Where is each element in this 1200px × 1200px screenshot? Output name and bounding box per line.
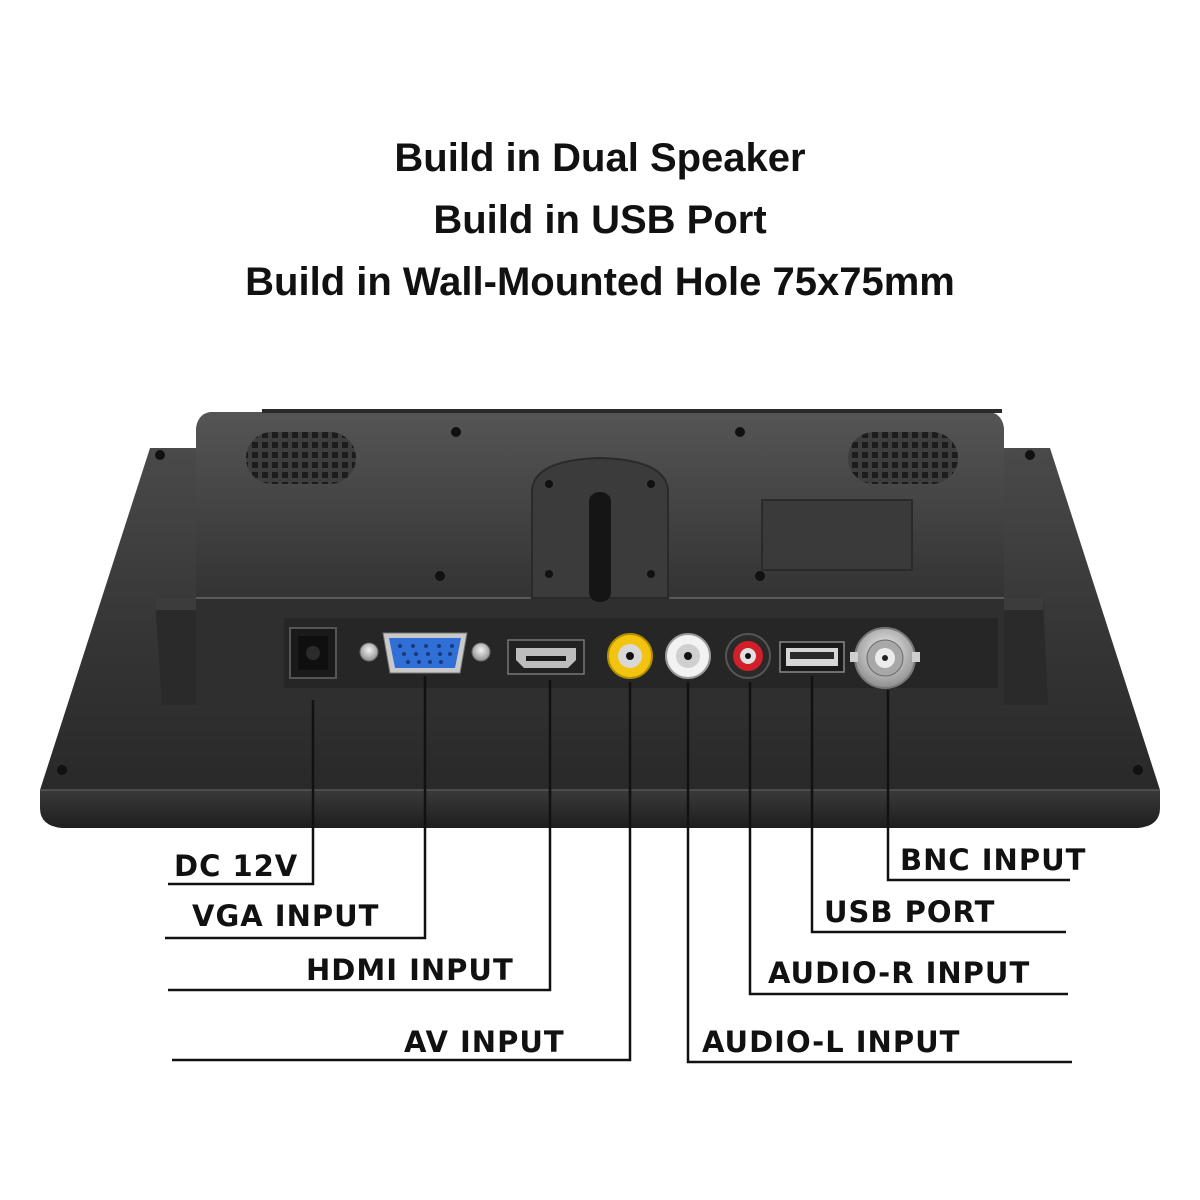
headline-usb: Build in USB Port <box>433 198 767 242</box>
stand-bracket <box>531 456 669 602</box>
vga-label: VGA INPUT <box>192 899 379 933</box>
audio-r-label: AUDIO-R INPUT <box>768 956 1030 990</box>
vga-leader-line <box>165 676 427 940</box>
dc-label: DC 12V <box>174 849 298 883</box>
bnc-leader-line <box>886 690 1070 882</box>
audio-l-rca-jack-white <box>665 633 711 679</box>
callout-lines <box>165 676 1072 1064</box>
headline-wall-mount: Build in Wall-Mounted Hole 75x75mm <box>245 260 955 304</box>
hdmi-port <box>507 639 585 675</box>
mount-hole-icon <box>735 427 745 437</box>
hdmi-label: HDMI INPUT <box>306 953 514 987</box>
left-speaker-grille <box>246 432 356 484</box>
vga-port <box>359 632 491 674</box>
av-label: AV INPUT <box>404 1025 565 1059</box>
usb-leader-line <box>810 676 1066 934</box>
support-feet <box>155 598 1048 705</box>
dc-jack <box>289 627 337 679</box>
audio-r-leader-line <box>748 682 1068 996</box>
bnc-connector <box>850 627 920 689</box>
screw-icon <box>155 450 165 460</box>
mount-hole-icon <box>435 571 445 581</box>
mount-hole-icon <box>755 571 765 581</box>
label-plate <box>761 499 913 571</box>
av-rca-jack-yellow <box>607 633 653 679</box>
bnc-label: BNC INPUT <box>900 843 1086 877</box>
usb-port <box>779 641 845 673</box>
av-leader-line <box>172 682 632 1062</box>
audio-l-leader-line <box>686 682 1072 1064</box>
right-speaker-grille <box>848 432 958 484</box>
audio-l-label: AUDIO-L INPUT <box>702 1025 960 1059</box>
screw-icon <box>1133 765 1143 775</box>
hdmi-leader-line <box>168 680 552 992</box>
audio-r-rca-jack-red <box>725 633 771 679</box>
screw-icon <box>1025 450 1035 460</box>
headline-speaker: Build in Dual Speaker <box>394 136 806 180</box>
screw-icon <box>57 765 67 775</box>
dc-leader-line <box>168 700 315 886</box>
mount-hole-icon <box>451 427 461 437</box>
usb-label: USB PORT <box>824 895 995 929</box>
